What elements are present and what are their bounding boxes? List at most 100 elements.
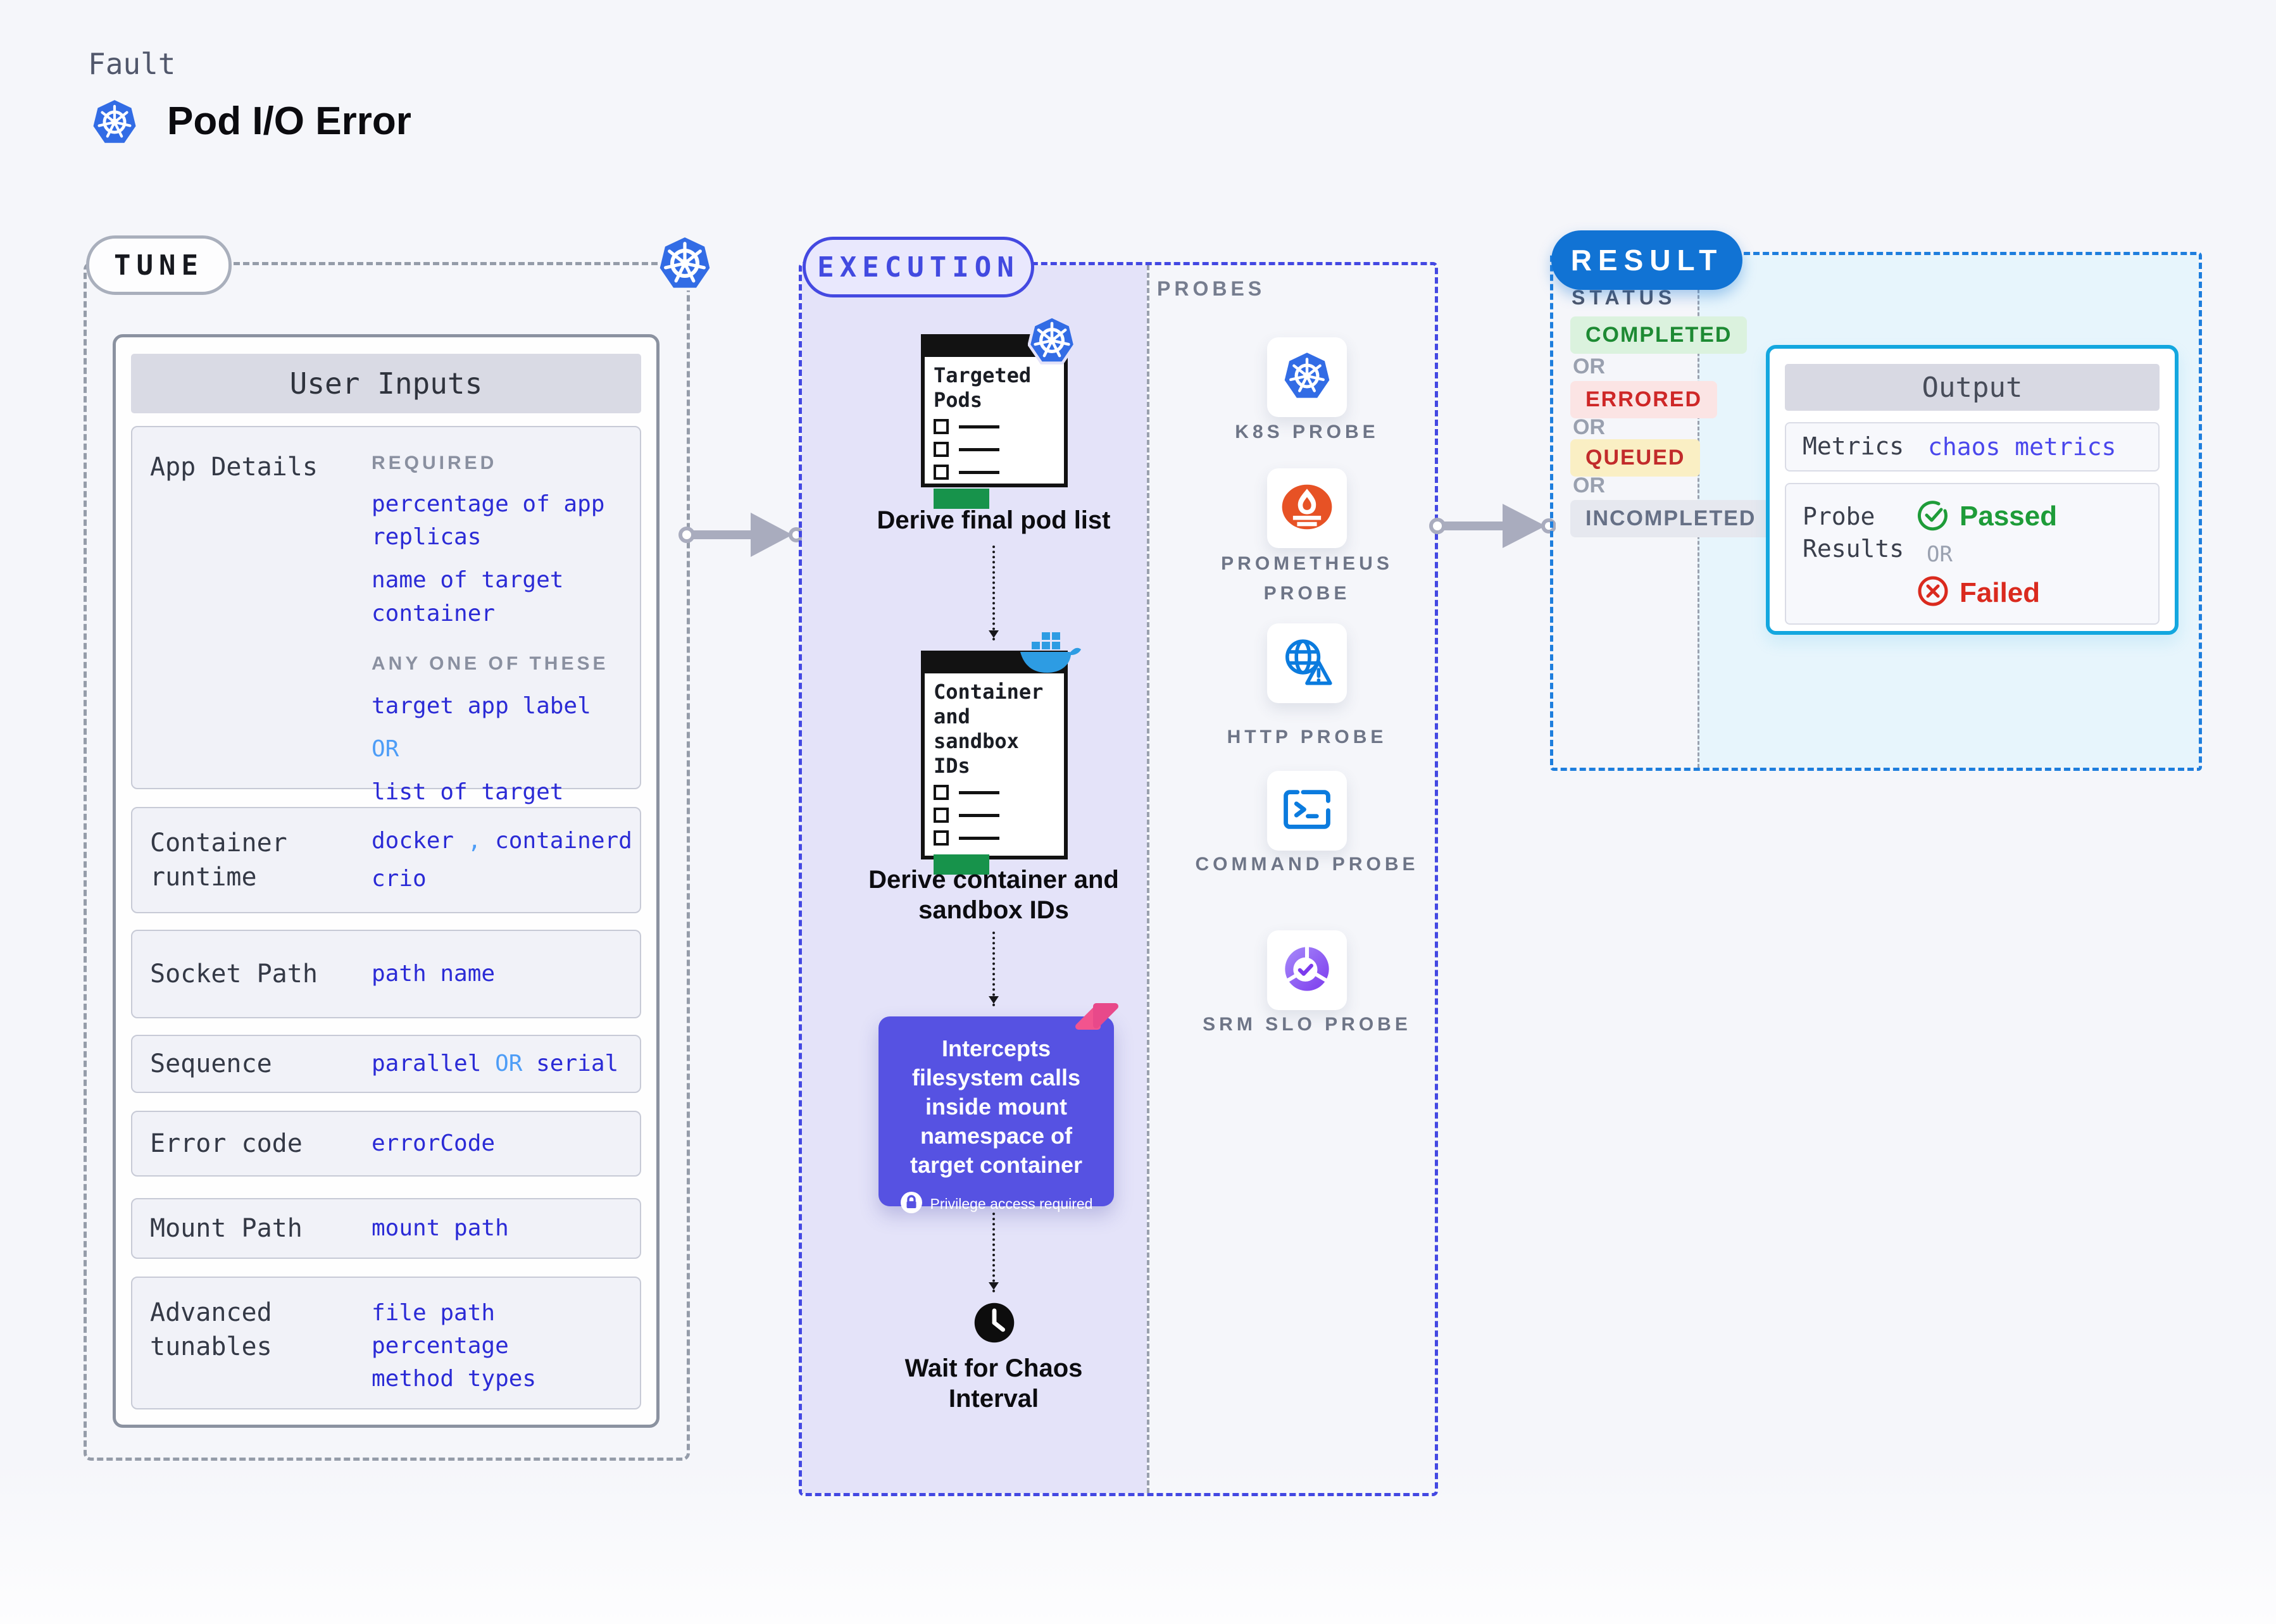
- http-probe-card: [1267, 623, 1347, 703]
- checkbox-row: [934, 806, 1055, 824]
- failed-x-icon: [1916, 575, 1949, 611]
- or-separator: OR: [1573, 473, 1605, 497]
- green-bar-icon: [934, 489, 989, 509]
- kubernetes-icon: [1283, 351, 1331, 404]
- flow-connector: [989, 1213, 999, 1292]
- status-badge-completed: COMPLETED: [1570, 316, 1748, 354]
- input-value: percentage of app replicas: [372, 491, 605, 551]
- value-separator: ,: [467, 827, 482, 854]
- line-icon: [959, 425, 999, 428]
- status-title: STATUS: [1572, 286, 1677, 309]
- step-caption: Derive final pod list: [877, 506, 1111, 534]
- input-value: name of target container: [372, 567, 564, 627]
- user-inputs-title: User Inputs: [131, 354, 641, 413]
- or-separator: OR: [1573, 415, 1605, 439]
- probe-label: HTTP PROBE: [1227, 727, 1387, 747]
- required-caption: REQUIRED: [372, 453, 497, 473]
- fault-kicker: Fault: [88, 47, 176, 81]
- row-mount-path: Mount Path mount path: [131, 1198, 641, 1259]
- or-separator: OR: [495, 1050, 523, 1077]
- kubernetes-icon: [92, 99, 137, 149]
- status-badge-queued: QUEUED: [1570, 439, 1701, 477]
- flow-connector: [989, 932, 999, 1006]
- probe-label: K8S PROBE: [1235, 422, 1379, 442]
- prometheus-probe-card: [1267, 468, 1347, 548]
- input-value: method types: [372, 1366, 537, 1392]
- checkbox-icon: [934, 442, 949, 458]
- row-label: Advanced tunables: [150, 1298, 272, 1361]
- kubernetes-icon: [1027, 315, 1077, 369]
- result-badge: RESULT: [1551, 230, 1742, 290]
- command-probe-card: [1267, 771, 1347, 851]
- status-badge-errored: ERRORED: [1570, 381, 1718, 418]
- line-icon: [959, 470, 999, 474]
- checkbox-row: [934, 418, 1055, 435]
- lock-icon: [900, 1191, 923, 1217]
- row-label: Mount Path: [150, 1214, 303, 1243]
- row-sequence: Sequence parallel OR serial: [131, 1035, 641, 1093]
- checkbox-icon: [934, 830, 949, 846]
- slo-donut-check-icon: [1282, 944, 1332, 997]
- k8s-probe-card: [1267, 337, 1347, 417]
- kubernetes-icon: [657, 234, 713, 296]
- row-app-details: App Details REQUIRED percentage of app r…: [131, 426, 641, 838]
- checkbox-row: [934, 463, 1055, 481]
- row-label: Error code: [150, 1129, 303, 1158]
- any-one-caption: ANY ONE OF THESE: [372, 653, 609, 674]
- row-label: Container runtime: [150, 828, 287, 892]
- input-value: mount path: [372, 1215, 509, 1241]
- wait-caption: Wait for Chaos Interval: [904, 1354, 1083, 1413]
- green-bar-icon: [934, 854, 989, 875]
- passed-check-icon: [1916, 498, 1949, 534]
- input-value: crio: [372, 866, 427, 892]
- execution-badge: EXECUTION: [803, 237, 1034, 297]
- input-value: serial: [536, 1050, 619, 1077]
- metrics-row: Metrics chaos metrics: [1785, 422, 2160, 472]
- or-separator: OR: [1573, 354, 1605, 378]
- probe-label: COMMAND PROBE: [1195, 854, 1419, 875]
- line-icon: [959, 836, 999, 840]
- or-separator: OR: [372, 735, 399, 762]
- targeted-pods-node: Targeted Pods: [921, 334, 1068, 509]
- checkbox-icon: [934, 419, 949, 435]
- checkbox-icon: [934, 785, 949, 801]
- passed-text: Passed: [1960, 500, 2058, 532]
- step-caption: Derive container and sandbox IDs: [868, 866, 1119, 924]
- output-title: Output: [1785, 364, 2160, 411]
- container-ids-node: Container and sandbox IDs: [921, 651, 1068, 875]
- clock-icon: [973, 1301, 1016, 1347]
- probe-label: PROMETHEUS PROBE: [1221, 553, 1393, 604]
- flow-arrow-execution-to-result: [1429, 499, 1556, 556]
- row-socket-path: Socket Path path name: [131, 930, 641, 1018]
- flow-arrow-tune-to-execution: [678, 508, 804, 565]
- flow-connector: [989, 546, 999, 640]
- checkbox-icon: [934, 808, 949, 823]
- probe-label: SRM SLO PROBE: [1203, 1014, 1411, 1035]
- failed-text: Failed: [1960, 577, 2041, 608]
- chaos-pink-icon: [1072, 996, 1122, 1045]
- tune-badge: TUNE: [86, 235, 232, 295]
- status-badge-incompleted: INCOMPLETED: [1570, 500, 1772, 537]
- row-label: Sequence: [150, 1049, 272, 1078]
- line-icon: [959, 790, 999, 794]
- globe-warning-icon: [1282, 637, 1332, 690]
- clipboard-title: Container and sandbox IDs: [934, 680, 1044, 778]
- row-label: App Details: [150, 453, 318, 482]
- row-error-code: Error code errorCode: [131, 1111, 641, 1177]
- row-label: Socket Path: [150, 959, 318, 989]
- intercept-text: Intercepts filesystem calls inside mount…: [910, 1035, 1083, 1178]
- privilege-badge-text: Privilege access required: [930, 1196, 1093, 1213]
- or-separator: OR: [1927, 542, 1953, 567]
- line-icon: [959, 447, 999, 451]
- probe-results-row: Probe Results Passed OR: [1785, 483, 2160, 625]
- input-value: path name: [372, 960, 496, 987]
- row-container-runtime: Container runtime docker , containerd cr…: [131, 807, 641, 913]
- input-value: docker: [372, 827, 454, 854]
- input-value: parallel: [372, 1050, 482, 1077]
- metrics-label: Metrics: [1803, 432, 1904, 461]
- page-title: Pod I/O Error: [167, 99, 411, 143]
- input-value: errorCode: [372, 1130, 496, 1156]
- line-icon: [959, 813, 999, 817]
- input-value: file path: [372, 1300, 496, 1326]
